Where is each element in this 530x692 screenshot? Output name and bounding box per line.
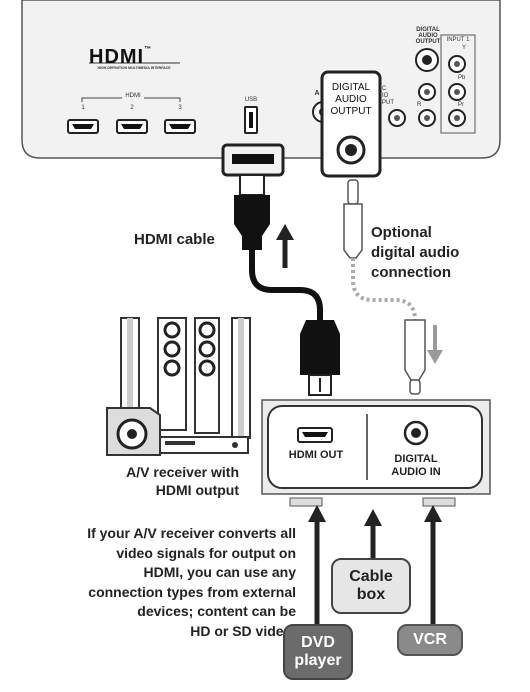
receiver-label: A/V receiver with HDMI output — [104, 463, 239, 499]
vcr-box[interactable]: VCR — [397, 624, 463, 656]
note-line3: HDMI, you can use any — [143, 564, 296, 580]
component-label-r: R — [417, 102, 422, 108]
digital-audio-in-line2: AUDIO IN — [391, 466, 441, 478]
receiver-panel — [261, 399, 491, 507]
tv-digital-label-line3: OUTPUT — [415, 39, 441, 45]
audio-out-partial-line3: PUT — [382, 100, 394, 106]
note-line1: If your A/V receiver converts all — [87, 525, 296, 541]
hdmi-logo-tagline: HIGH-DEFINITION MULTIMEDIA INTERFACE — [97, 66, 171, 70]
audio-signal-arrow — [427, 325, 443, 364]
hdmi-port-number-1: 1 — [81, 105, 85, 111]
component-label-pb: Pb — [458, 75, 466, 81]
note-line2: video signals for output on — [116, 544, 296, 561]
audio-out-partial-label: C IO PUT — [382, 86, 404, 107]
input-1-label: INPUT 1 — [446, 37, 470, 43]
tv-digital-audio-port[interactable] — [415, 48, 439, 72]
hdmi-port-3[interactable] — [164, 119, 196, 134]
speaker-system — [106, 317, 251, 456]
hdmi-group-bracket — [81, 97, 181, 102]
digital-audio-output-callout-label: DIGITAL AUDIO OUTPUT — [325, 82, 377, 118]
note-line6: HD or SD video. — [190, 622, 296, 639]
dvd-label-line1: DVD — [301, 633, 335, 651]
audio-out-partial-line1: C — [382, 86, 387, 92]
note-line4: connection types from external — [88, 583, 296, 600]
receiver-digital-audio-in-port[interactable] — [403, 420, 429, 446]
digital-audio-in-line1: DIGITAL — [394, 453, 438, 465]
digital-audio-in-label: DIGITAL AUDIO IN — [380, 453, 452, 479]
hdmi-out-label: HDMI OUT — [288, 449, 344, 461]
component-label-pr: Pr — [458, 102, 464, 108]
receiver-hdmi-out-port[interactable] — [297, 427, 333, 443]
hdmi-cable — [221, 143, 340, 396]
hdmi-port-number-3: 3 — [178, 105, 182, 111]
optional-audio-label: Optional digital audio connection — [371, 223, 459, 283]
audio-out-partial-line2: IO — [382, 93, 389, 99]
hdmi-port-1[interactable] — [67, 119, 99, 134]
callout-line1: DIGITAL — [331, 82, 371, 93]
hdmi-logo-tm: ™ — [144, 46, 153, 53]
tv-digital-label-line1: DIGITAL — [416, 27, 440, 33]
source-arrows — [308, 505, 442, 625]
dvd-label-line2: player — [294, 652, 342, 669]
note-line5: devices; content can be — [137, 603, 296, 619]
hdmi-logo-text: HDMI — [89, 46, 145, 68]
optional-line3: connection — [371, 264, 452, 281]
cable-box[interactable]: Cable box — [331, 558, 411, 614]
tv-digital-label-line2: AUDIO — [418, 33, 438, 39]
av-partial-label: A — [314, 90, 320, 97]
cable-label-line2: box — [356, 586, 386, 603]
hdmi-logo: HDMI™ — [89, 46, 152, 69]
cable-label-line1: Cable — [349, 567, 393, 585]
callout-line3: OUTPUT — [330, 106, 372, 117]
hdmi-port-number-2: 2 — [130, 105, 134, 111]
hdmi-group-label: HDMI — [125, 93, 141, 99]
callout-line2: AUDIO — [335, 94, 367, 105]
component-input-block — [440, 34, 476, 134]
usb-port[interactable] — [244, 106, 258, 134]
component-label-y: Y — [462, 45, 467, 51]
vcr-label: VCR — [413, 630, 447, 648]
tv-digital-audio-label: DIGITAL AUDIO OUTPUT — [410, 27, 446, 45]
compatibility-note: If your A/V receiver converts all video … — [34, 524, 296, 641]
dvd-player-box[interactable]: DVD player — [283, 624, 353, 680]
receiver-label-line2: HDMI output — [155, 482, 239, 498]
hdmi-port-2[interactable] — [116, 119, 148, 134]
usb-label: USB — [244, 97, 258, 103]
optional-line2: digital audio — [371, 244, 460, 261]
hdmi-cable-label: HDMI cable — [134, 231, 215, 248]
receiver-label-line1: A/V receiver with — [126, 464, 239, 480]
optical-cable — [343, 179, 426, 395]
digital-audio-callout — [320, 70, 382, 178]
hdmi-signal-arrow — [276, 224, 294, 268]
optional-line1: Optional — [371, 224, 432, 241]
tv-back-panel — [21, 0, 501, 159]
